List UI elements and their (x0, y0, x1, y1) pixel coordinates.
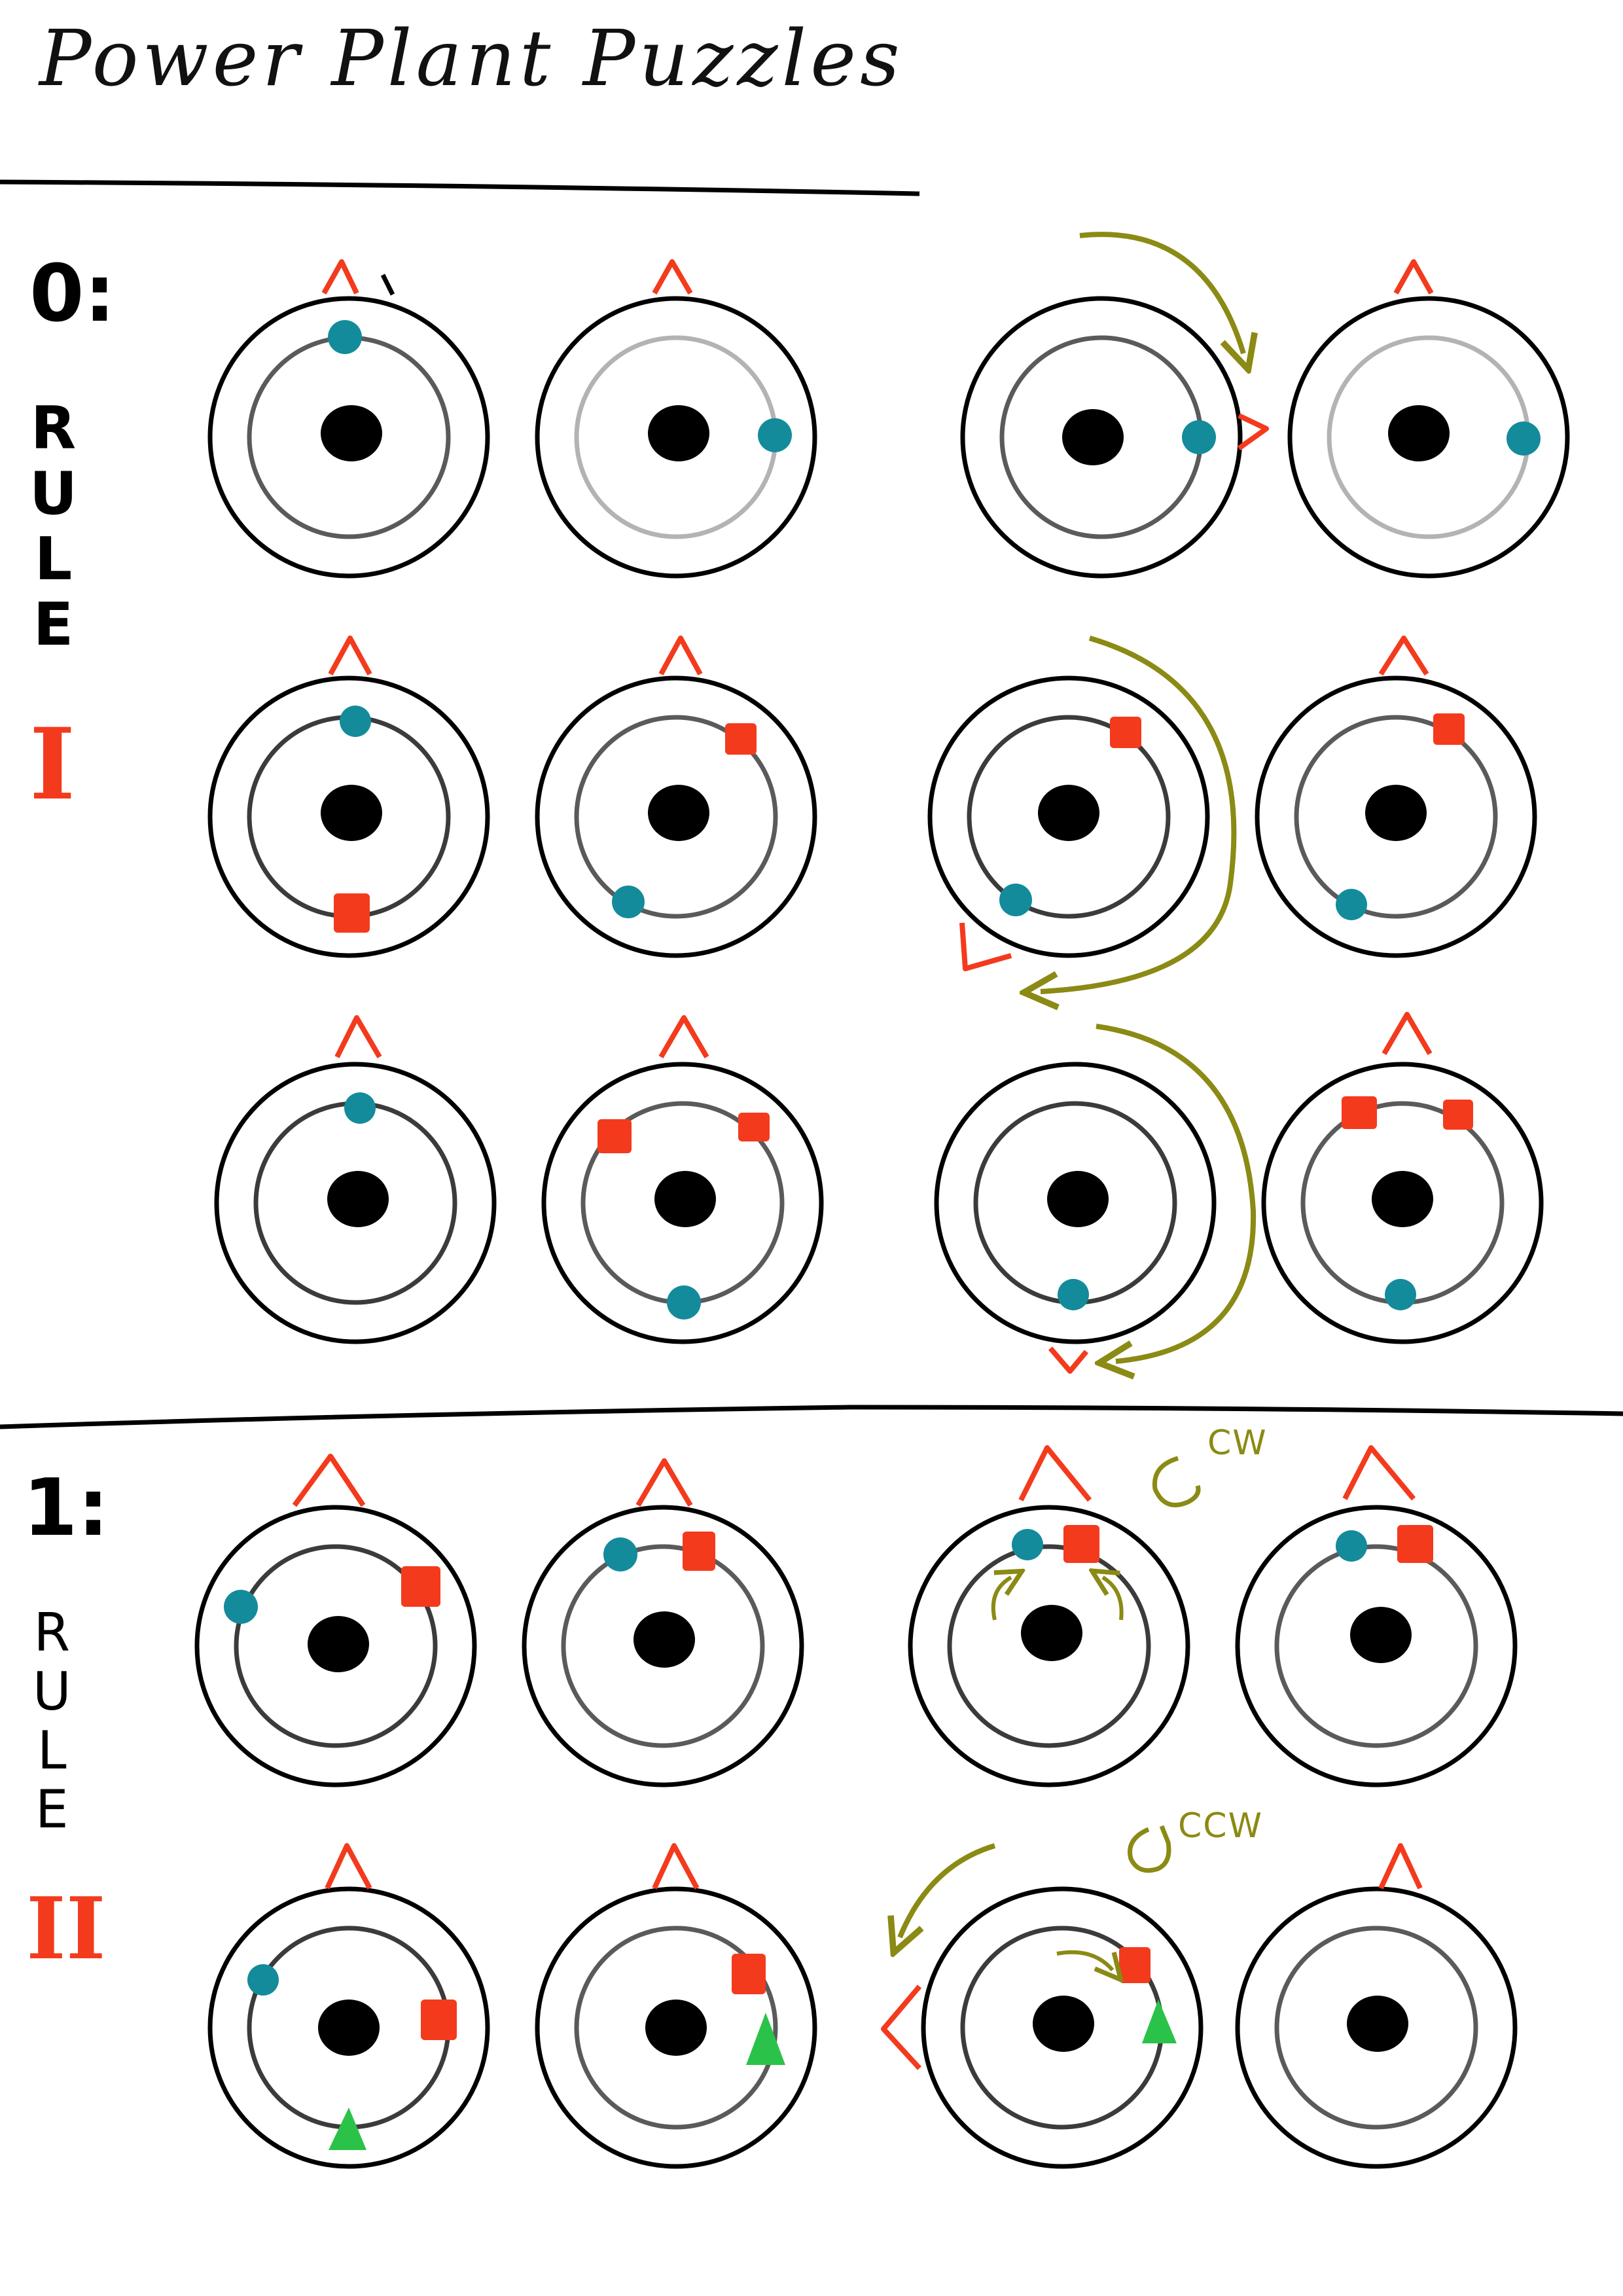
wheel-s0-r2-c1 (207, 636, 490, 958)
wheel-s1-r1-c1 (194, 1454, 477, 1787)
wheel-s1-r1-c2 (522, 1458, 804, 1787)
section-1-rule-numeral: II (26, 1878, 106, 1979)
wheel-s0-r2-c2 (535, 636, 817, 958)
wheel-s1-r2-c1 (207, 1843, 490, 2169)
ccw-annotation: CCW (1178, 1806, 1264, 1846)
section-0-number: 0: (29, 249, 116, 340)
rule-letter: L (34, 525, 73, 594)
ccw-spin-icon-2 (1128, 1825, 1171, 1873)
wheel-s1-r1-c3 (908, 1445, 1190, 1787)
section-1-rule-word: R U L E (33, 1607, 71, 1836)
rule-letter: E (35, 1779, 69, 1840)
wheel-s0-r3-c2 (541, 1015, 824, 1344)
wheel-s1-r2-c3 (881, 1886, 1204, 2169)
rule-letter: R (33, 1602, 71, 1663)
wheel-s0-r1-c3 (960, 296, 1269, 579)
cw-annotation: CW (1207, 1424, 1268, 1463)
wheel-s1-r1-c4 (1235, 1445, 1518, 1787)
page-title: Power Plant Puzzles (39, 13, 904, 103)
rule-letter: L (37, 1720, 67, 1781)
wheel-s0-r1-c1 (207, 259, 490, 579)
top-divider (0, 179, 920, 196)
section-1-number: 1: (23, 1463, 109, 1554)
wheel-s1-r2-c2 (535, 1843, 817, 2169)
section-divider (0, 1405, 1623, 1429)
rule-letter: R (30, 394, 77, 463)
ccw-spin-icon-1 (1152, 1456, 1201, 1507)
wheel-s0-r3-c1 (214, 1015, 497, 1344)
rotation-arrow-s0-r1 (1079, 232, 1243, 353)
rotation-arrow-s1-r2 (900, 1843, 996, 1937)
rule-letter: U (29, 459, 78, 528)
wheel-s0-r1-c2 (535, 259, 817, 579)
section-0-rule-word: R U L E (29, 399, 77, 655)
wheel-s0-r2-c4 (1255, 636, 1537, 958)
wheel-s0-r1-c4 (1287, 259, 1570, 579)
wheel-s0-r3-c3 (934, 1062, 1217, 1374)
wheel-s0-r3-c4 (1261, 1012, 1544, 1344)
rotation-arrow-s0-r2 (1041, 636, 1237, 992)
rule-letter: U (33, 1661, 71, 1722)
rotation-arrow-s0-r3 (1096, 1024, 1257, 1361)
wheel-s1-r2-c4 (1235, 1843, 1518, 2169)
wheel-s0-r2-c3 (927, 675, 1210, 971)
rule-letter: E (33, 590, 74, 659)
section-0-rule-numeral: I (29, 707, 76, 822)
